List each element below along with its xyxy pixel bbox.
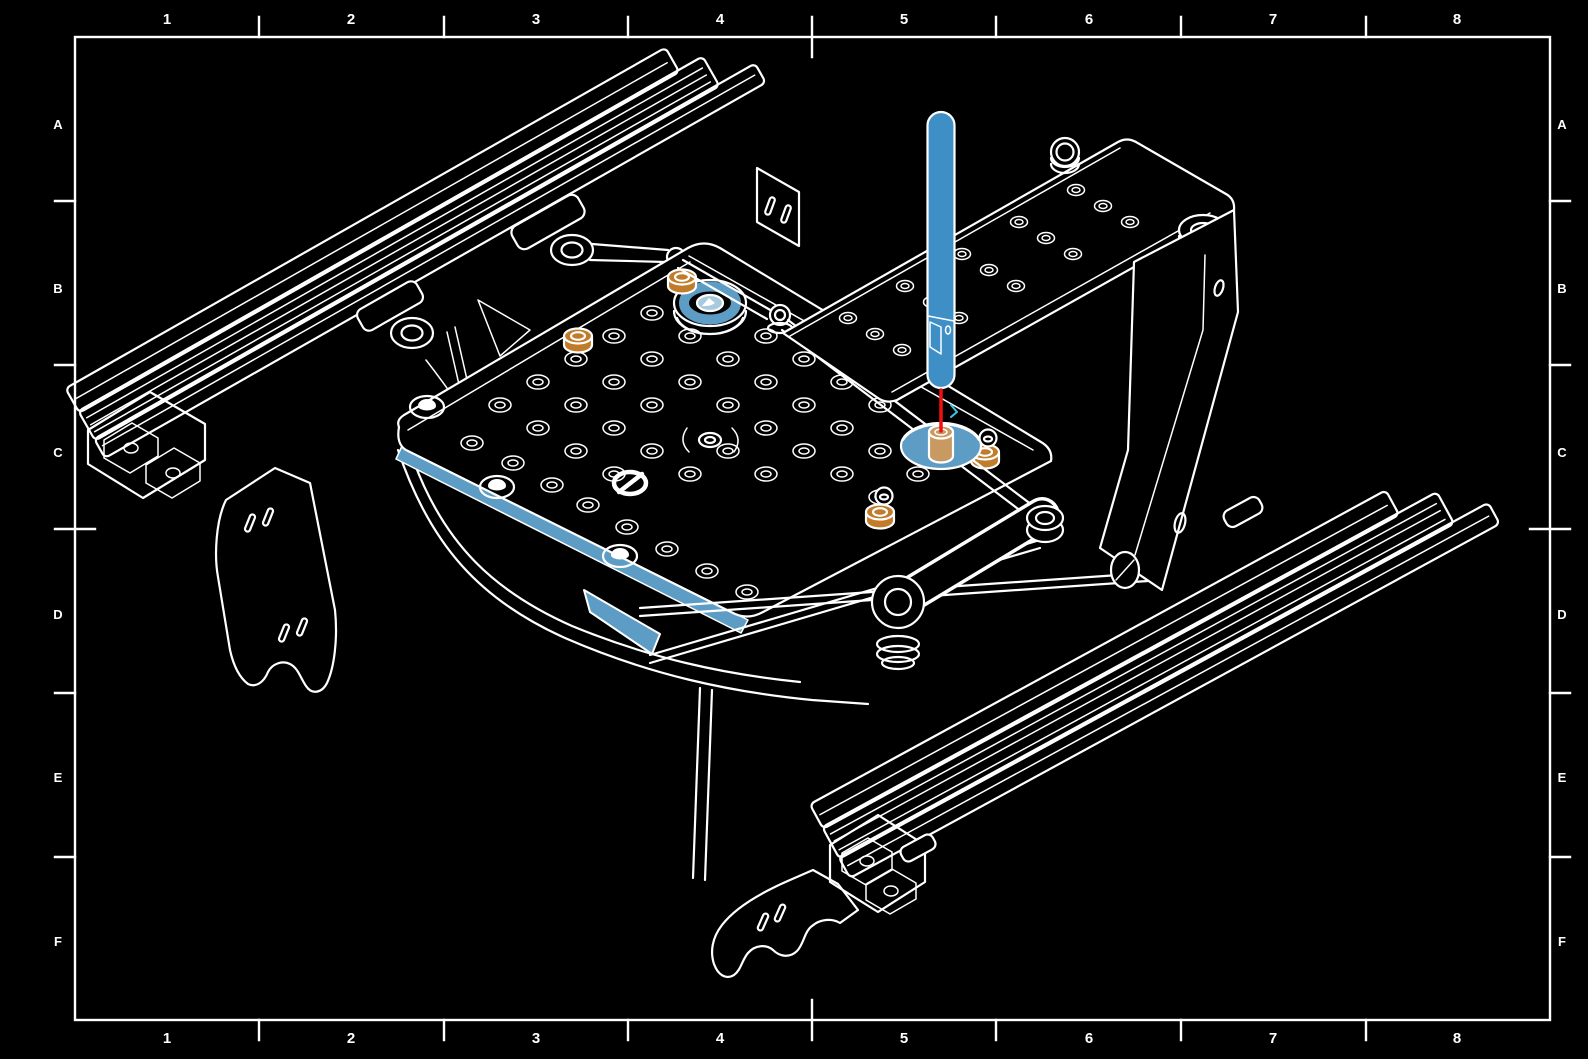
right-rail-end-cap	[828, 813, 927, 915]
plate-support-leg	[1098, 208, 1240, 592]
left-foot-bracket	[214, 466, 338, 693]
left-extrusion-rail	[66, 48, 766, 458]
zone-label-top-2: 2	[347, 11, 355, 28]
zone-label-top-5: 5	[900, 11, 908, 28]
zone-label-bottom-5: 5	[900, 1030, 908, 1047]
zone-label-top-6: 6	[1085, 11, 1093, 28]
pivot-hole-with-arc-marks	[682, 427, 739, 453]
cap-screw	[1049, 136, 1081, 175]
direction-mark-cyan	[950, 404, 958, 418]
button-screw	[874, 486, 894, 506]
zone-label-left-B: B	[53, 281, 62, 296]
zone-label-top-8: 8	[1453, 11, 1461, 28]
bellcrank-link	[870, 497, 1065, 671]
zone-tick-marks	[53, 15, 1572, 1042]
zone-label-left-A: A	[53, 117, 63, 132]
zone-label-left-D: D	[53, 607, 62, 622]
button-screw	[978, 428, 998, 448]
zone-label-bottom-8: 8	[1453, 1030, 1461, 1047]
zone-label-bottom-3: 3	[532, 1030, 540, 1047]
right-extrusion-rail	[810, 490, 1500, 878]
zone-label-bottom-2: 2	[347, 1030, 355, 1047]
zone-label-right-A: A	[1557, 117, 1567, 132]
zone-label-bottom-1: 1	[163, 1030, 171, 1047]
slotted-screw-head	[611, 469, 649, 497]
cam-follower-rear	[510, 193, 689, 276]
upper-mounting-plate	[755, 136, 1240, 592]
zone-label-top-7: 7	[1269, 11, 1277, 28]
standoff-orange	[864, 503, 896, 530]
zone-label-left-F: F	[54, 934, 62, 949]
hex-driver-tool	[926, 110, 956, 390]
zone-label-right-D: D	[1557, 607, 1566, 622]
rail-clamp-tab	[1222, 495, 1264, 529]
standoff-orange	[666, 268, 698, 295]
standoff-orange	[562, 327, 594, 354]
lower-strut	[691, 686, 714, 882]
zone-label-left-C: C	[53, 445, 63, 460]
zone-label-bottom-6: 6	[1085, 1030, 1093, 1047]
zone-label-right-C: C	[1557, 445, 1567, 460]
zone-label-top-1: 1	[163, 11, 171, 28]
zone-label-top-4: 4	[716, 11, 725, 28]
lower-deck-edge	[396, 448, 870, 706]
zone-label-right-F: F	[1558, 934, 1566, 949]
drawing-frame: 1 2 3 4 5 6 7 8 1 2 3 4 5 6 7 8 A B C D …	[53, 11, 1572, 1047]
cam-follower-front	[355, 280, 459, 405]
rail-clamp-tab	[899, 833, 937, 863]
zone-label-top-3: 3	[532, 11, 540, 28]
left-rail-end-cap	[86, 390, 207, 500]
zone-label-bottom-7: 7	[1269, 1030, 1277, 1047]
zone-label-right-E: E	[1558, 770, 1567, 785]
bottom-foot-bracket	[711, 868, 860, 979]
zone-label-bottom-4: 4	[716, 1030, 725, 1047]
zone-label-right-B: B	[1557, 281, 1566, 296]
zone-label-left-E: E	[54, 770, 63, 785]
